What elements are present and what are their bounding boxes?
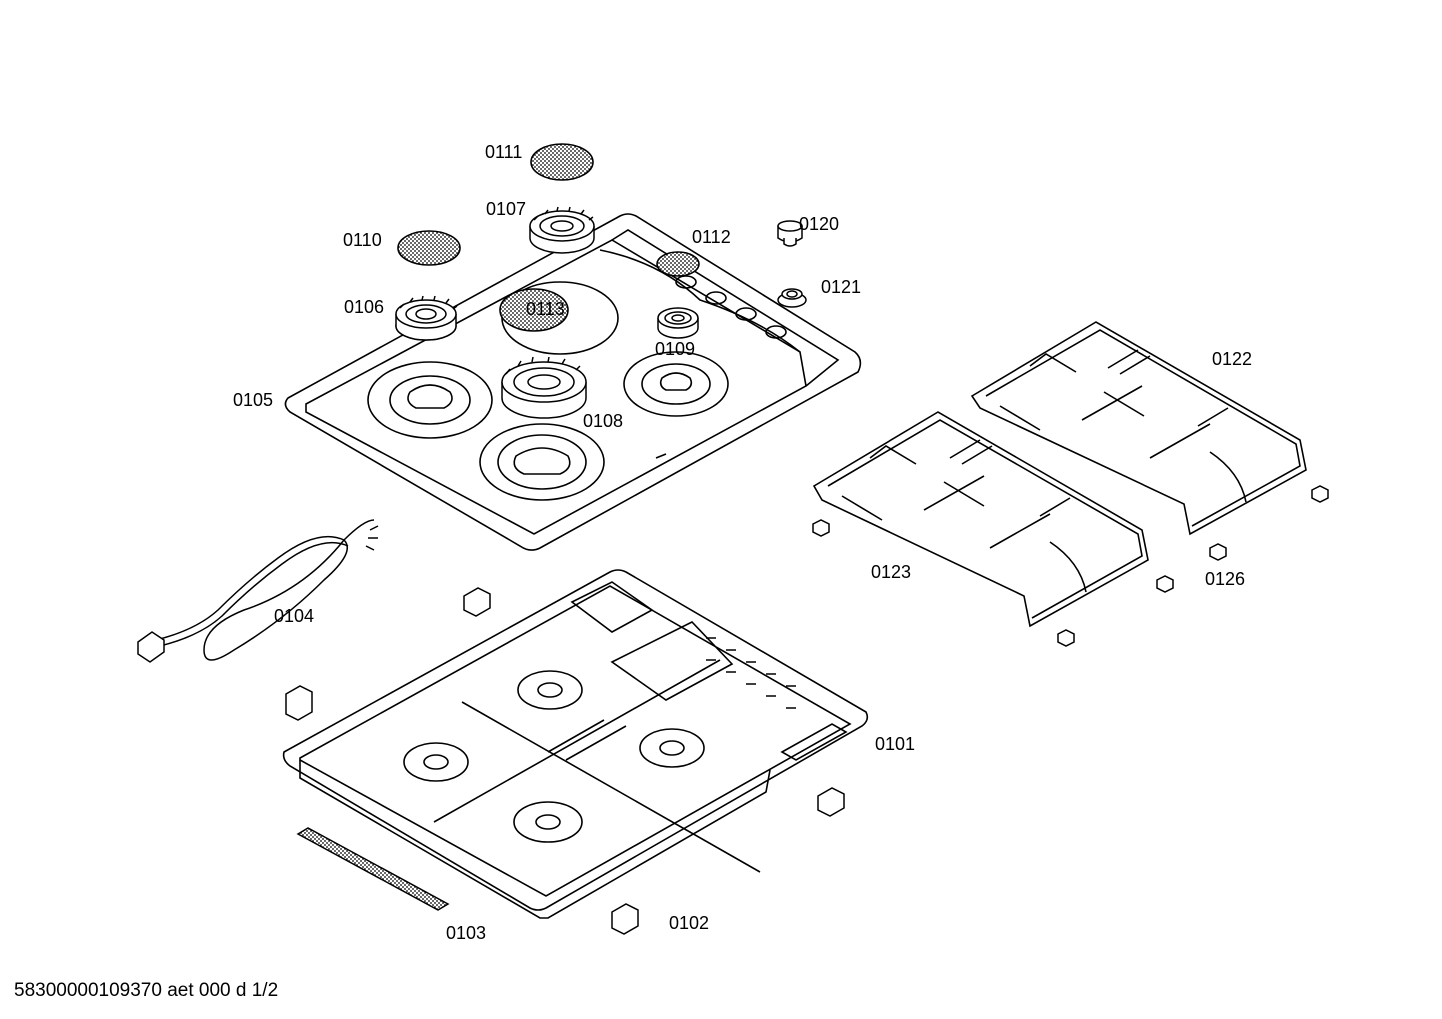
burner-cap-0110 [397,230,461,266]
seal-gasket [296,827,450,911]
label-0120: 0120 [799,214,839,234]
label-0123: 0123 [871,562,911,582]
rubber-feet [812,485,1329,647]
burner-0106 [395,295,458,341]
pan-support-0122 [970,321,1307,536]
label-0121: 0121 [821,277,861,297]
clips [285,587,845,935]
label-0105: 0105 [233,390,273,410]
power-cable [137,519,379,663]
label-0104: 0104 [274,606,314,626]
burner-0109 [657,307,699,339]
burner-cap-large [499,288,569,332]
label-0102: 0102 [669,913,709,933]
label-0112: 0112 [692,227,731,247]
burner-cap-0111 [530,143,594,181]
label-0126: 0126 [1205,569,1245,589]
label-0109: 0109 [655,339,695,359]
part-labels: 0111 0107 0110 0112 0120 0121 0106 0113 … [233,142,1252,943]
burner-0107 [529,206,595,254]
burner-cap-0112 [656,251,700,277]
label-0101: 0101 [875,734,915,754]
label-0107: 0107 [486,199,526,219]
pan-support-0123 [812,411,1149,628]
label-0106: 0106 [344,297,384,317]
label-0111: 0111 [485,142,522,162]
bottom-tray [282,569,869,919]
control-knob [777,220,803,247]
label-0122: 0122 [1212,349,1252,369]
label-0113: 0113 [526,299,565,319]
burner-0108 [501,356,587,419]
drawing-reference-number: 58300000109370 aet 000 d 1/2 [14,980,279,1001]
knob-ring [777,288,807,308]
label-0108: 0108 [583,411,623,431]
label-0103: 0103 [446,923,486,943]
label-0110: 0110 [343,230,382,250]
